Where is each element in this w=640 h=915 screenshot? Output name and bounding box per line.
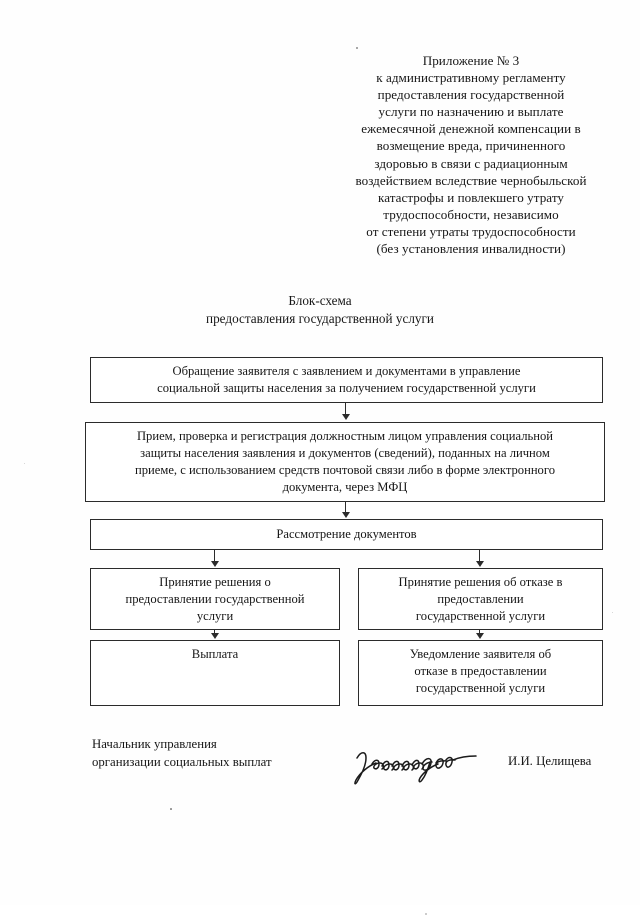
flow-node-refusal-notice: Уведомление заявителя об отказе в предос…: [358, 640, 603, 706]
flow-node-request: Обращение заявителя с заявлением и докум…: [90, 357, 603, 403]
flow-arrow-intake-to-review: [345, 502, 347, 513]
flow-arrowhead-review-to-grant: [210, 561, 219, 567]
appendix-header-line: ежемесячной денежной компенсации в: [361, 121, 581, 137]
flow-arrowhead-review-to-refuse: [475, 561, 484, 567]
page-title-line-1: Блок-схема: [288, 293, 352, 308]
appendix-header-line: воздействием вследствие чернобыльской: [355, 172, 587, 188]
appendix-header-line: возмещение вреда, причиненного: [376, 138, 566, 154]
handwritten-signature-icon: [350, 742, 482, 786]
flow-node-line: Принятие решения об отказе в: [398, 575, 563, 589]
appendix-header-line: от степени утраты трудоспособности: [366, 223, 576, 239]
flow-node-line: Принятие решения о: [159, 575, 271, 589]
flow-arrow-grant-to-payment: [214, 630, 216, 635]
appendix-header-line: (без установления инвалидности): [376, 241, 566, 257]
flow-arrow-review-to-refuse: [479, 550, 481, 562]
flow-node-line: Уведомление заявителя об: [409, 647, 552, 661]
flow-node-line: услуги: [196, 609, 234, 623]
flow-arrowhead-intake-to-review: [341, 512, 350, 518]
flow-node-review: Рассмотрение документов: [90, 519, 603, 550]
appendix-header-line: предоставления государственной: [377, 87, 565, 103]
appendix-header-line: к административному регламенту: [376, 70, 566, 86]
signatory-name: И.И. Целищева: [508, 754, 592, 768]
flow-node-decision-grant: Принятие решения о предоставлении госуда…: [90, 568, 340, 630]
signatory-role: Начальник управления организации социаль…: [92, 736, 272, 771]
flow-arrowhead-refuse-to-notice: [475, 633, 484, 639]
appendix-header-line: здоровью в связи с радиационным: [374, 155, 568, 171]
page-title-line-2: предоставления государственной услуги: [206, 311, 434, 326]
flow-node-line: приеме, с использованием средств почтово…: [134, 463, 556, 477]
flow-arrow-request-to-intake: [345, 403, 347, 415]
flow-arrow-refuse-to-notice: [479, 630, 481, 635]
flow-node-line: защиты населения заявления и документов …: [140, 446, 550, 460]
flow-node-intake: Прием, проверка и регистрация должностны…: [85, 422, 605, 502]
flow-node-line: государственной услуги: [415, 681, 546, 695]
appendix-header: Приложение № 3 к административному регла…: [330, 52, 612, 257]
flow-node-line: Обращение заявителя с заявлением и докум…: [172, 364, 521, 378]
flow-node-line: Рассмотрение документов: [276, 527, 417, 541]
signatory-role-line-1: Начальник управления: [92, 737, 217, 751]
flow-node-line: предоставлении: [437, 592, 524, 606]
flow-node-line: Выплата: [191, 647, 239, 661]
flow-node-line: государственной услуги: [415, 609, 546, 623]
flow-node-line: социальной защиты населения за получение…: [157, 381, 536, 395]
flow-node-line: отказе в предоставлении: [414, 664, 547, 678]
flow-node-decision-refuse: Принятие решения об отказе в предоставле…: [358, 568, 603, 630]
signatory-role-line-2: организации социальных выплат: [92, 754, 272, 769]
flow-node-payment: Выплата: [90, 640, 340, 706]
flow-node-line: предоставлении государственной: [125, 592, 305, 606]
page-title: Блок-схема предоставления государственно…: [110, 292, 530, 328]
flow-arrowhead-request-to-intake: [341, 414, 350, 420]
appendix-header-line: Приложение № 3: [422, 53, 520, 68]
flow-node-line: документа, через МФЦ: [282, 480, 408, 494]
appendix-header-line: услуги по назначению и выплате: [378, 104, 564, 120]
flow-node-line: Прием, проверка и регистрация должностны…: [136, 429, 554, 443]
appendix-header-line: трудоспособности, независимо: [383, 206, 559, 222]
appendix-header-line: катастрофы и повлекшего утрату: [377, 189, 565, 205]
flow-arrow-review-to-grant: [214, 550, 216, 562]
flow-arrowhead-grant-to-payment: [210, 633, 219, 639]
